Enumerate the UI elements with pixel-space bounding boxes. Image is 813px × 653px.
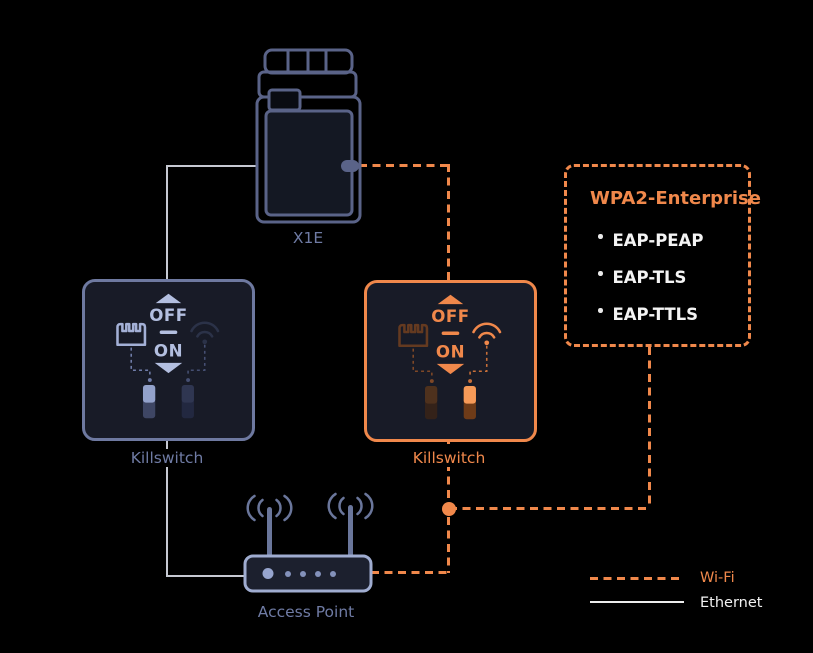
legend-ethernet-label: Ethernet — [700, 595, 763, 611]
protocol-label: EAP-TLS — [612, 268, 687, 287]
legend-ethernet-line — [590, 601, 684, 603]
protocol-item: EAP-TLS — [598, 268, 686, 287]
legend-wifi-line — [590, 577, 684, 580]
toggle-wifi-off — [181, 384, 194, 419]
ethernet-link-accesspoint-horizontal — [166, 575, 246, 577]
antenna-signal-arcs — [246, 492, 374, 522]
wifi-icon — [472, 322, 502, 346]
bullet-dot — [598, 271, 603, 276]
router-body — [243, 554, 373, 593]
ethernet-link-x1e-horizontal — [166, 165, 258, 167]
on-label: ON — [436, 343, 465, 362]
switch-middle-dash — [441, 331, 460, 336]
ethernet-port-icon — [398, 323, 429, 348]
antenna-left — [267, 507, 272, 559]
bullet-dot — [598, 234, 603, 239]
toggle-ethernet-on — [142, 384, 156, 419]
protocol-label: EAP-PEAP — [612, 231, 704, 250]
switch-middle-dash — [159, 330, 178, 335]
wifi-icon — [190, 321, 220, 345]
killswitch-wifi-box: OFF ON — [364, 280, 537, 442]
legend-wifi-label: Wi-Fi — [700, 570, 735, 586]
wifi-connector-line — [187, 344, 206, 377]
wifi-connector-dot — [186, 378, 191, 382]
access-point-label: Access Point — [251, 603, 361, 621]
up-arrow-icon — [155, 293, 182, 304]
up-arrow-icon — [437, 294, 464, 305]
x1e-cap — [267, 88, 302, 112]
toggle-wifi-on — [463, 385, 476, 420]
antenna-right — [348, 505, 353, 559]
down-arrow-icon — [436, 363, 465, 375]
wifi-link-wpa2-horizontal — [449, 507, 650, 510]
killswitch-ethernet-label: Killswitch — [124, 449, 210, 467]
ethernet-port-icon — [116, 322, 147, 347]
wifi-link-accesspoint-horizontal — [371, 571, 448, 574]
bullet-dot — [598, 308, 603, 313]
x1e-door — [264, 109, 354, 217]
wifi-link-x1e-horizontal — [359, 164, 448, 167]
ethernet-link-x1e-vertical — [166, 165, 168, 281]
wifi-connector-line — [469, 345, 488, 378]
off-label: OFF — [431, 307, 469, 326]
wifi-link-x1e-vertical — [447, 164, 450, 281]
ethernet-link-killswitch-vertical — [166, 436, 168, 577]
protocol-item: EAP-TTLS — [598, 305, 698, 324]
ethernet-connector-dot — [429, 379, 434, 383]
killswitch-ethernet-box: OFF ON — [82, 279, 255, 441]
ethernet-connector-line — [130, 347, 151, 377]
router-icon — [243, 492, 374, 593]
router-leds — [285, 571, 336, 577]
toggle-ethernet-off — [424, 385, 438, 420]
x1e-handle — [341, 160, 359, 172]
wpa2-enterprise-box: WPA2-Enterprise EAP-PEAP EAP-TLS EAP-TTL… — [564, 164, 761, 347]
protocol-item: EAP-PEAP — [598, 231, 703, 250]
x1e-label: X1E — [286, 229, 330, 247]
wifi-link-wpa2-vertical — [648, 347, 651, 508]
off-label: OFF — [149, 306, 187, 325]
killswitch-wifi-label: Killswitch — [406, 449, 492, 467]
x1e-device-icon — [255, 48, 362, 224]
down-arrow-icon — [154, 362, 183, 374]
wifi-connector-dot — [468, 379, 473, 383]
junction-dot — [442, 502, 456, 516]
ethernet-connector-dot — [147, 378, 152, 382]
x1e-body — [255, 95, 362, 224]
wpa2-title: WPA2-Enterprise — [590, 188, 761, 209]
on-label: ON — [154, 342, 183, 361]
protocol-label: EAP-TTLS — [612, 305, 699, 324]
router-led-large — [262, 568, 274, 579]
ethernet-connector-line — [412, 348, 433, 378]
